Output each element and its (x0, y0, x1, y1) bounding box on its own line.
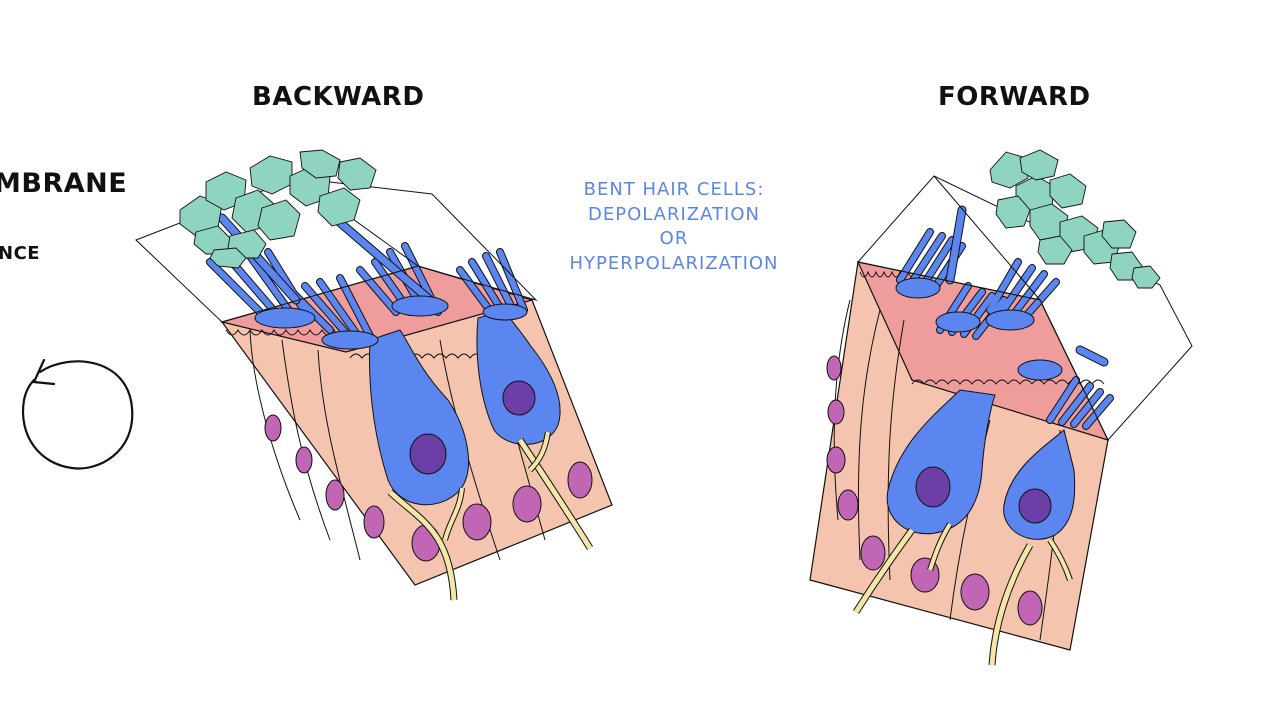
forward-hair-cell-1 (886, 389, 996, 535)
backward-bundle-bases (254, 295, 528, 350)
backward-nerve-fibers (387, 431, 593, 601)
backward-supporting-nuclei (264, 414, 593, 562)
center-annotation-line-4: HYPERPOLARIZATION (569, 252, 779, 274)
left-edge-label-membrane: MBRANE (0, 168, 128, 199)
forward-title: FORWARD (938, 82, 1091, 112)
backward-epithelium (135, 149, 613, 601)
forward-hair-nuclei (915, 466, 1052, 524)
backward-otoconia (179, 149, 377, 269)
center-annotation-line-3: OR (659, 228, 689, 249)
forward-otoconia (989, 149, 1161, 289)
forward-cupula-outline (857, 175, 1193, 441)
center-annotation: BENT HAIR CELLS: DEPOLARIZATION OR HYPER… (560, 178, 788, 276)
left-edge-label-nce: NCE (0, 243, 41, 264)
backward-hair-nuclei (409, 380, 536, 475)
backward-hair-cell-2 (476, 309, 561, 445)
forward-epithelium (809, 149, 1193, 666)
backward-title: BACKWARD (252, 82, 425, 112)
center-annotation-line-1: BENT HAIR CELLS: (583, 179, 765, 200)
backward-stereocilia (206, 209, 528, 344)
forward-bundle-bases (895, 277, 1063, 381)
forward-nerve-fibers (853, 522, 1073, 666)
rotation-arrow-icon (21, 358, 134, 470)
center-annotation-line-2: DEPOLARIZATION (587, 203, 760, 225)
